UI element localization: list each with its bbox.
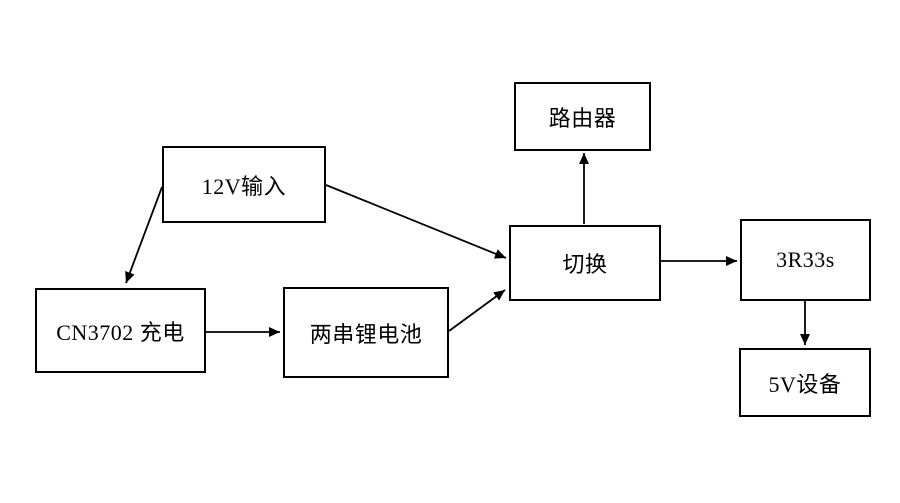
node-battery-2s: 两串锂电池 [283,287,449,378]
arrow-12v-input-to-switch [325,184,507,259]
node-regulator-3r33s-label: 3R33s [776,247,835,272]
node-regulator-3r33s: 3R33s [740,219,871,301]
node-switch: 切换 [509,225,661,301]
node-cn3702-charger: CN3702 充电 [35,288,206,373]
node-cn3702-charger-label: CN3702 充电 [56,319,185,345]
arrow-12v-input-to-cn3702 [125,186,163,284]
arrow-battery-to-switch [448,289,506,332]
node-switch-label: 切换 [562,252,608,277]
node-5v-device-label: 5V设备 [768,371,842,397]
node-12v-input-label: 12V输入 [201,173,287,199]
node-12v-input: 12V输入 [162,146,326,223]
node-battery-2s-label: 两串锂电池 [309,321,423,347]
node-5v-device: 5V设备 [739,348,871,417]
node-router: 路由器 [514,82,651,151]
node-router-label: 路由器 [548,105,617,131]
